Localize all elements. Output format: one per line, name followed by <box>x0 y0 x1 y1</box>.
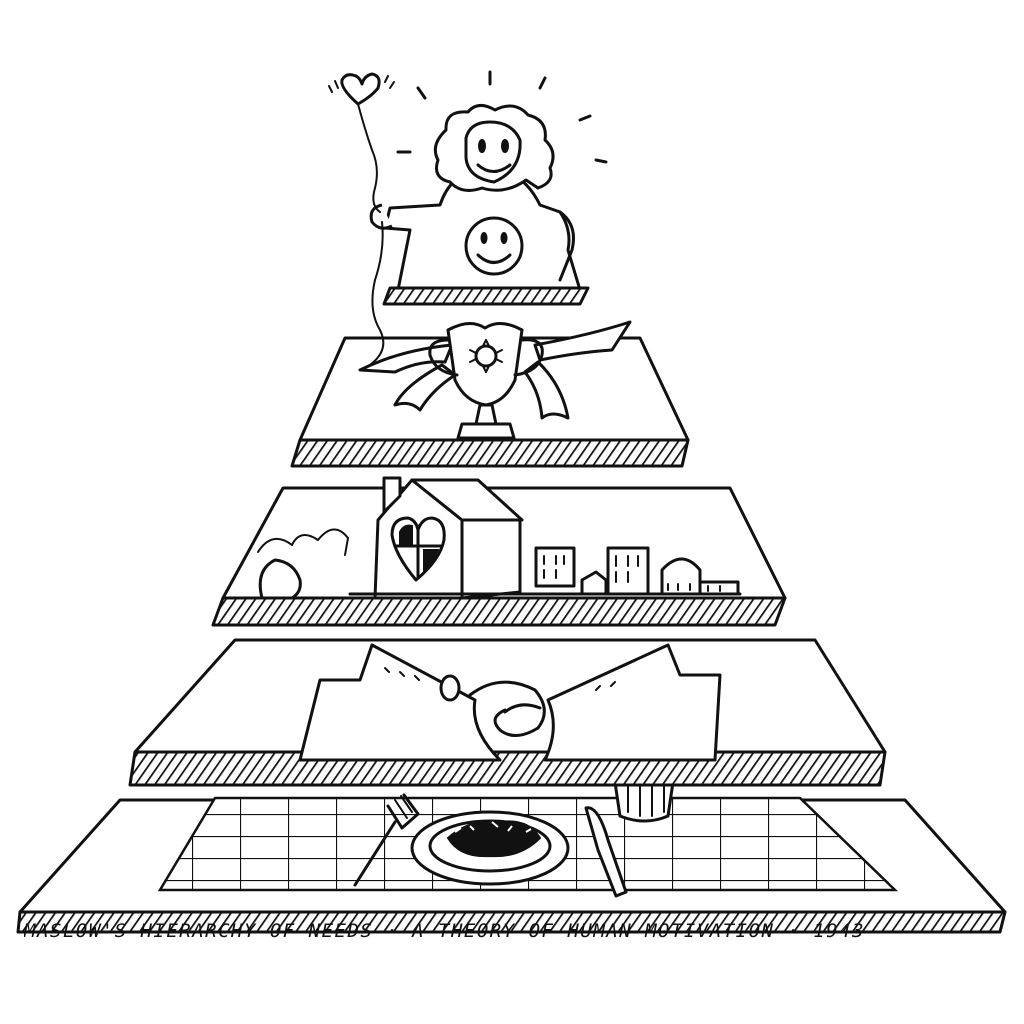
joy-rays-icon <box>396 70 608 164</box>
pyramid-level-safety <box>128 638 887 787</box>
happy-person-icon <box>369 104 582 292</box>
pyramid-level-love-belonging <box>211 476 787 627</box>
food-plate-icon <box>410 810 570 886</box>
knife-icon <box>584 806 628 898</box>
fork-icon <box>353 793 420 887</box>
pyramid-level-self-actualization <box>328 70 608 366</box>
home-heart-icon <box>373 476 524 600</box>
trophy-icon <box>428 322 544 440</box>
pyramid-level-esteem <box>290 320 690 468</box>
heart-balloon-icon <box>328 72 395 366</box>
ribbon-icon <box>358 320 632 420</box>
caption: MASLOW'S HIERARCHY OF NEEDS · A THEORY O… <box>24 920 866 942</box>
handshake-icon <box>298 643 722 762</box>
pyramid-level-physiological <box>16 752 1007 934</box>
city-skyline-icon <box>348 546 742 596</box>
